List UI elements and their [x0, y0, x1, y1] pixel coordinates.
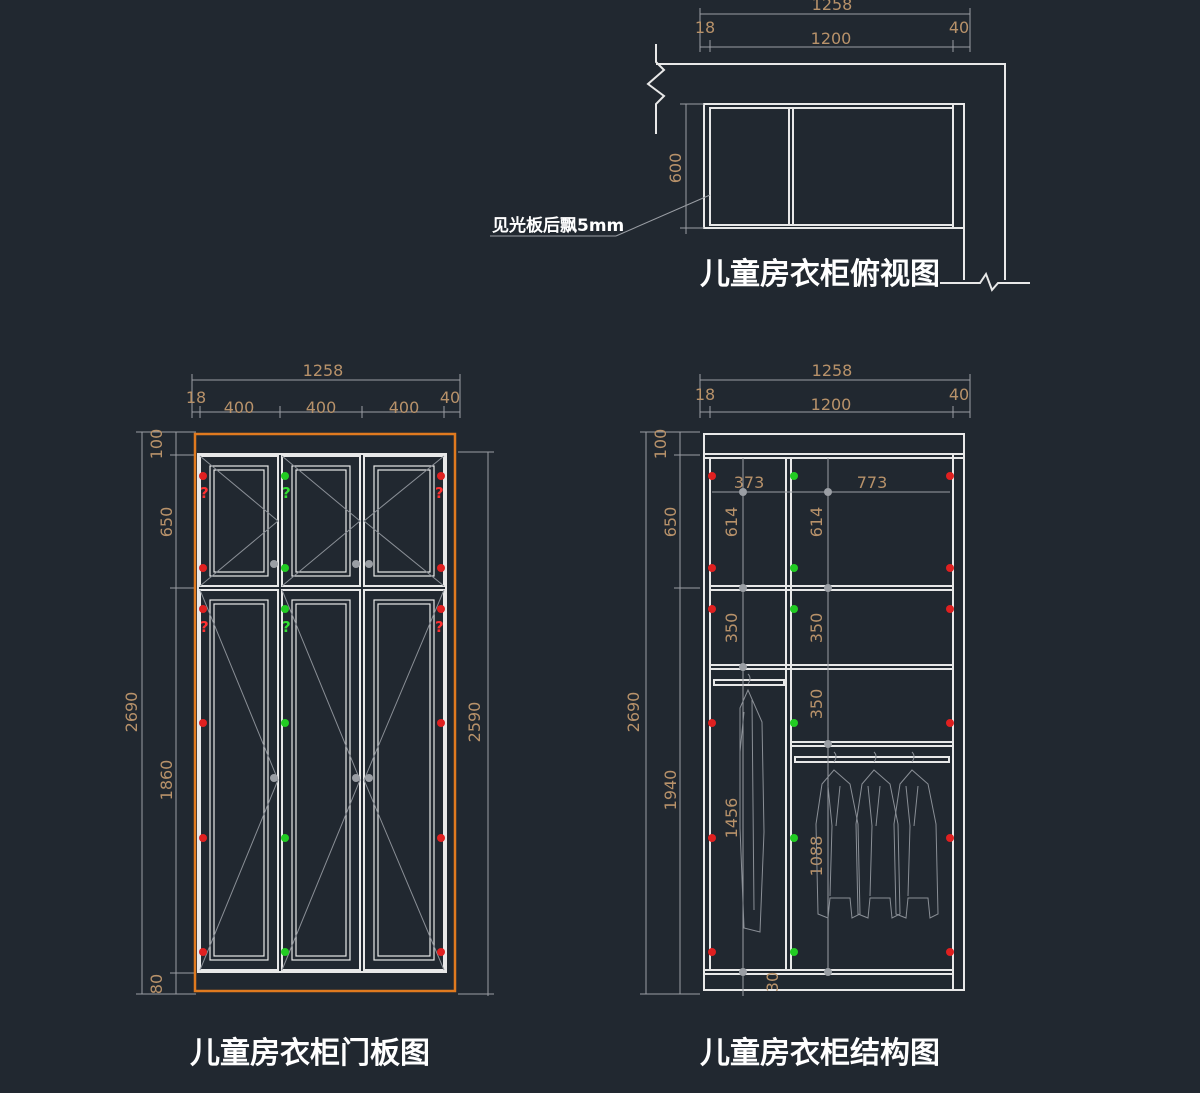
top-dim-mid: 1200: [811, 29, 852, 48]
door-mark-5: ?: [282, 618, 291, 636]
door-dim-door-height: 2590: [465, 702, 484, 743]
top-dim-right: 40: [949, 18, 969, 37]
top-dim-total: 1258: [812, 0, 853, 14]
struct-dim-lower: 1940: [661, 770, 680, 811]
door-view: 1258 18 400 400 400 40 100 650 2690 1860…: [122, 361, 494, 1071]
struct-dim-350b: 350: [807, 613, 826, 644]
door-mark-6: ?: [435, 618, 444, 636]
struct-dim-right: 40: [949, 385, 969, 404]
struct-dim-614b: 614: [807, 507, 826, 538]
struct-dim-350c: 350: [807, 689, 826, 720]
door-dim-right: 40: [440, 388, 460, 407]
door-mark-1: ?: [200, 484, 209, 502]
struct-dim-upper: 650: [661, 507, 680, 538]
top-dim-left: 18: [695, 18, 715, 37]
door-view-title: 儿童房衣柜门板图: [190, 1036, 430, 1071]
struct-dim-left: 18: [695, 385, 715, 404]
jacket-icon: [815, 751, 861, 919]
top-dim-depth: 600: [666, 153, 685, 184]
door-dim-left: 18: [186, 388, 206, 407]
struct-dim-right-width: 773: [857, 473, 888, 492]
top-view-title: 儿童房衣柜俯视图: [700, 257, 940, 292]
jacket-icon-2: [855, 751, 901, 919]
long-coat-icon: [739, 673, 765, 933]
door-dim-door-1: 400: [224, 398, 255, 417]
door-dim-door-3: 400: [389, 398, 420, 417]
door-dim-total: 1258: [303, 361, 344, 380]
jacket-icon-3: [893, 751, 939, 919]
door-dim-height: 2690: [122, 692, 141, 733]
door-dim-upper: 650: [157, 507, 176, 538]
struct-dim-height: 2690: [624, 692, 643, 733]
struct-dim-350a: 350: [722, 613, 741, 644]
struct-dim-left-width: 373: [734, 473, 765, 492]
door-mark-3: ?: [435, 484, 444, 502]
struct-dim-30: 30: [763, 972, 782, 992]
top-note: 见光板后飘5mm: [492, 215, 624, 236]
door-mark-4: ?: [200, 618, 209, 636]
top-view: 1258 18 1200 40 600 见光板后飘5mm 儿童房衣柜俯视图: [490, 0, 1030, 292]
door-dim-top: 100: [147, 429, 166, 460]
struct-dim-1456: 1456: [722, 798, 741, 839]
structure-view: 1258 18 1200 40 100 650 2690 1940: [624, 361, 971, 1071]
door-mark-2: ?: [282, 484, 291, 502]
structure-view-title: 儿童房衣柜结构图: [700, 1036, 940, 1071]
struct-dim-top: 100: [651, 429, 670, 460]
door-dim-lower: 1860: [157, 760, 176, 801]
door-dim-door-2: 400: [306, 398, 337, 417]
struct-dim-total: 1258: [812, 361, 853, 380]
door-dim-base: 80: [147, 974, 166, 994]
struct-dim-mid: 1200: [811, 395, 852, 414]
struct-dim-614a: 614: [722, 507, 741, 538]
